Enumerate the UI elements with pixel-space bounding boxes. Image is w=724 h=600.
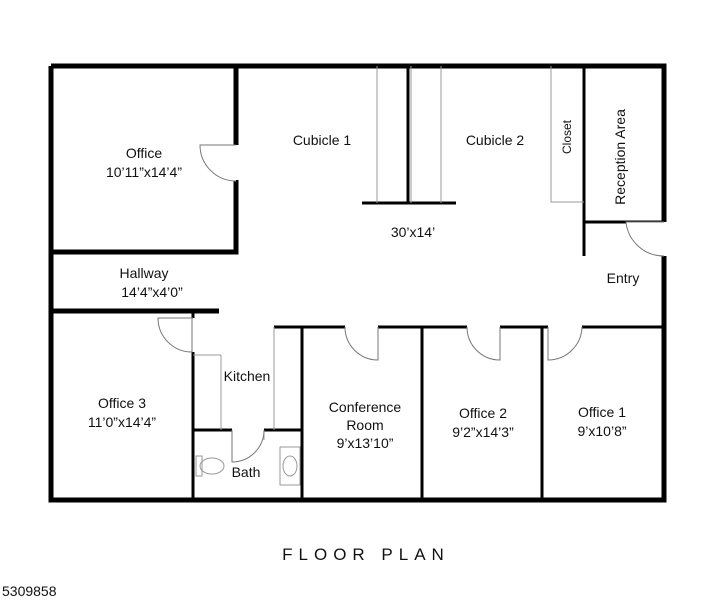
office1-size: 9’x10’8”: [577, 423, 626, 439]
cubicle2-label: Cubicle 2: [466, 132, 525, 148]
bath-label: Bath: [232, 464, 261, 480]
office2-size: 9’2”x14’3”: [452, 424, 514, 440]
office3-size: 11’0”x14’4”: [88, 414, 157, 430]
outer-walls: [48, 63, 667, 503]
closet-label: Closet: [560, 119, 574, 154]
office-label: Office: [126, 145, 163, 161]
doors: [157, 144, 665, 463]
hallway-label: Hallway: [119, 265, 168, 281]
office2-door: [466, 326, 501, 361]
office1-door: [547, 326, 583, 361]
entry-door: [625, 221, 665, 257]
conference-size: 9’x13’10”: [337, 435, 394, 451]
conference-door: [344, 326, 379, 361]
office3-door: [157, 317, 193, 353]
interior-walls: [51, 66, 664, 500]
open-area-size: 30’x14’: [391, 224, 435, 240]
conference-label-2: Room: [346, 417, 383, 433]
floor-plan-title: FLOOR PLAN: [282, 545, 450, 564]
conference-label-1: Conference: [329, 399, 402, 415]
hallway-size: 14’4”x4’0”: [121, 284, 183, 300]
sink-icon: [279, 446, 301, 486]
entry-label: Entry: [607, 270, 640, 286]
toilet-icon: [195, 455, 225, 477]
reception-label: Reception Area: [612, 109, 628, 205]
office-size: 10’11”x14’4”: [106, 164, 182, 180]
listing-id: 5309858: [2, 583, 57, 599]
office1-label: Office 1: [578, 404, 626, 420]
office-door: [199, 144, 237, 182]
cubicle1-label: Cubicle 1: [293, 132, 352, 148]
kitchen-label: Kitchen: [224, 368, 271, 384]
bath-door: [231, 429, 265, 463]
office3-label: Office 3: [98, 395, 146, 411]
office2-label: Office 2: [459, 405, 507, 421]
